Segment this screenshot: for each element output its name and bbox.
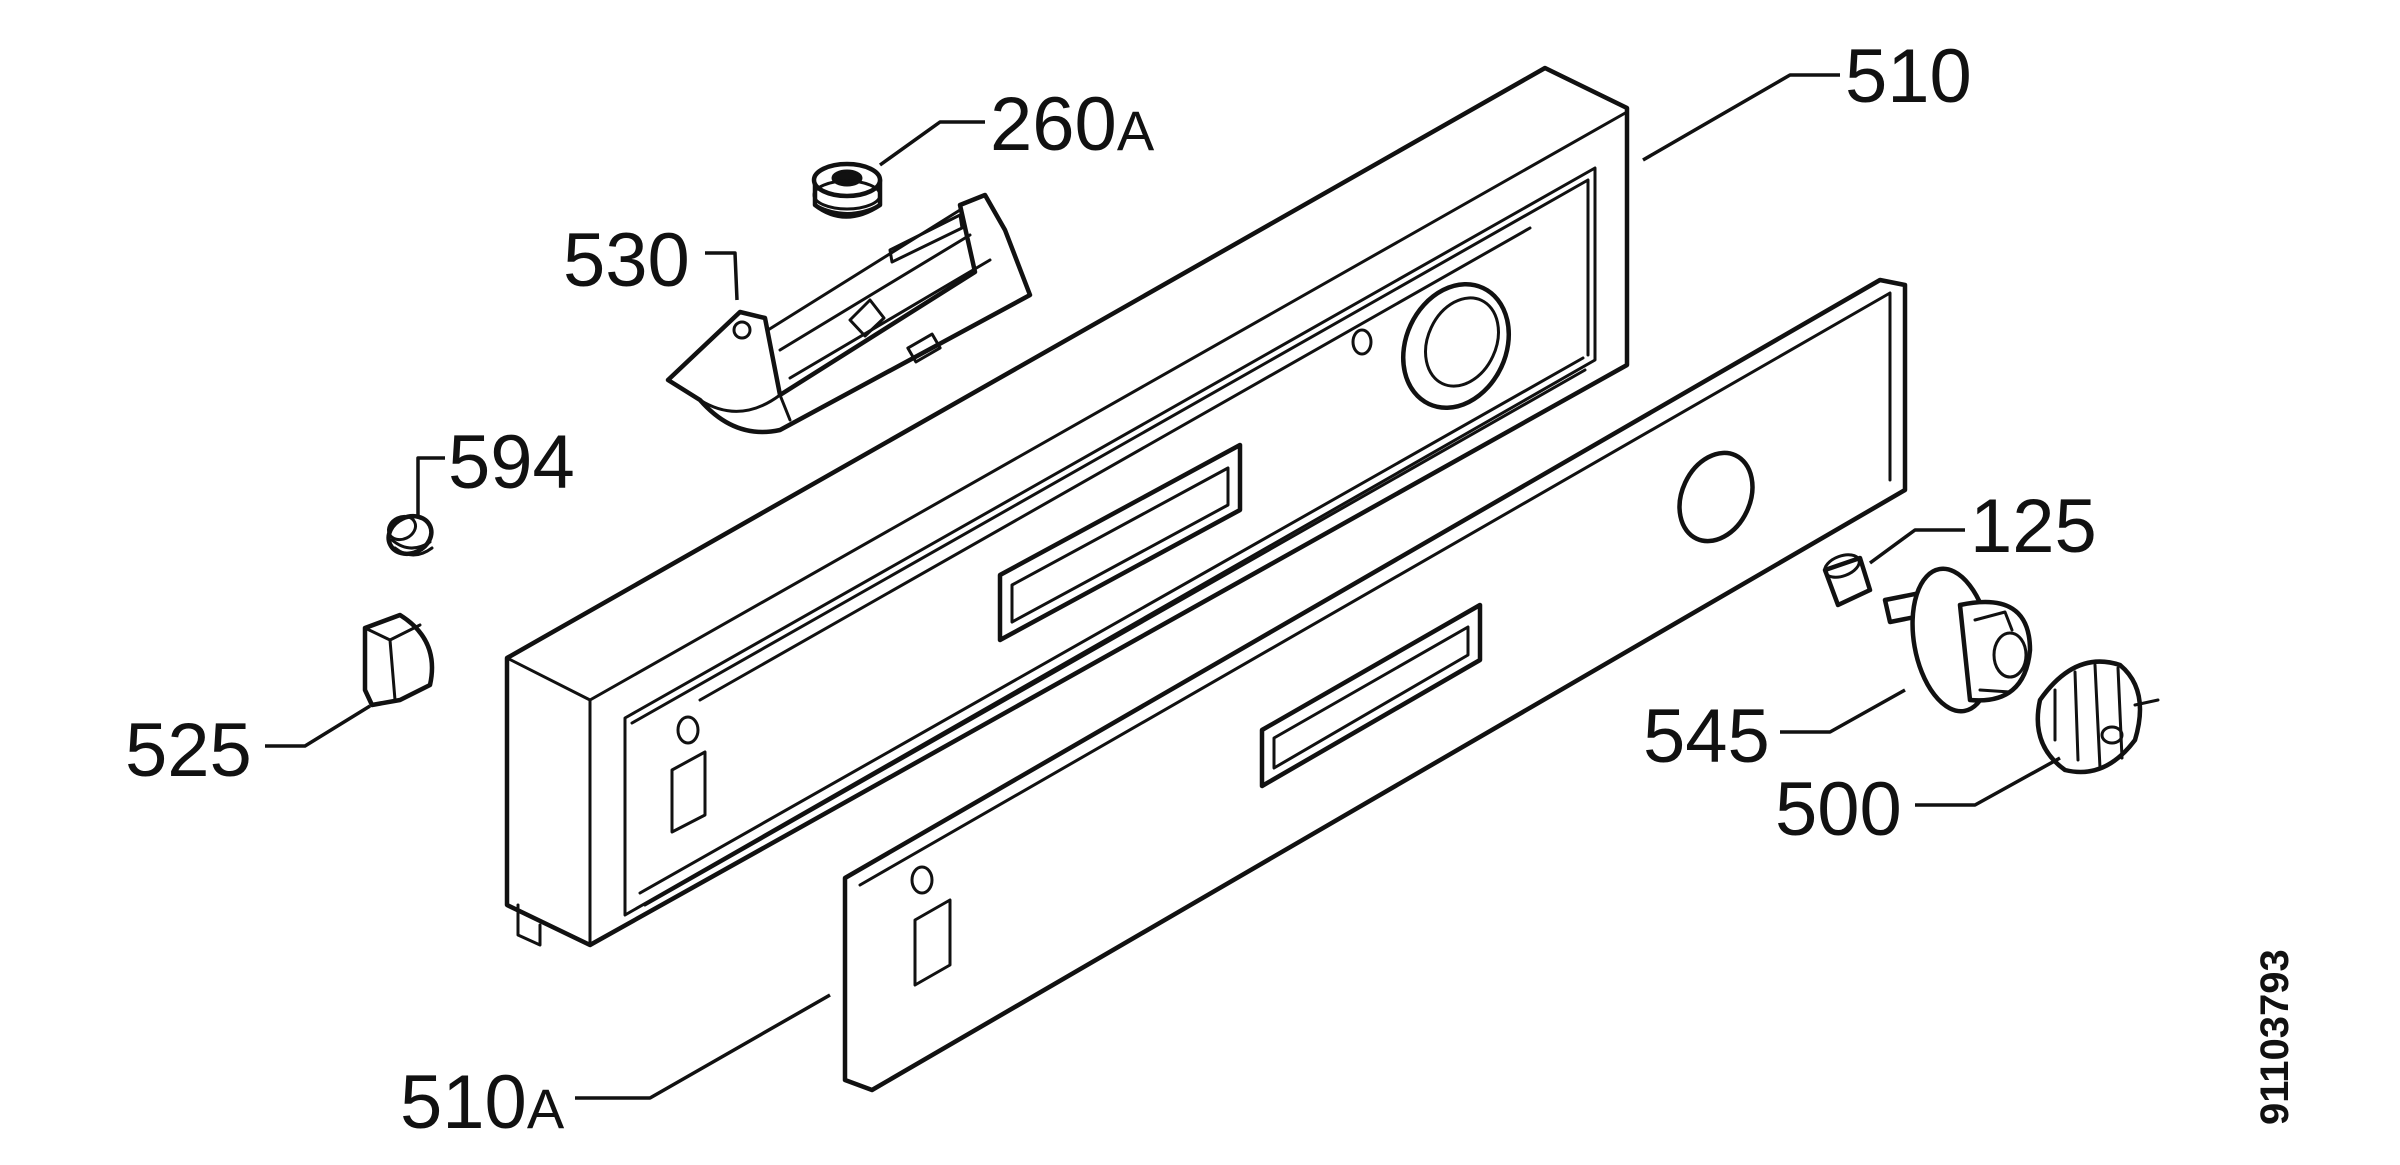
leader-510 xyxy=(1642,73,1840,162)
part-260a-grommet xyxy=(811,161,883,219)
part-510-control-panel-housing xyxy=(504,65,1630,948)
part-594-spring xyxy=(386,513,434,557)
callout-594: 594 xyxy=(448,420,575,505)
part-525-push-button xyxy=(362,612,435,708)
leader-500 xyxy=(1915,756,2061,807)
leader-510a xyxy=(575,993,831,1100)
leader-545 xyxy=(1780,688,1906,734)
part-510a-front-fascia xyxy=(842,277,1908,1093)
callout-labels: 260A 510 530 594 525 125 545 500 510A xyxy=(125,34,2097,1145)
part-545-spindle xyxy=(1882,566,2033,714)
callout-260a: 260A xyxy=(990,82,1155,167)
callout-510: 510 xyxy=(1845,34,1972,119)
drawing-code: 91103793 xyxy=(2253,949,2297,1125)
callout-545: 545 xyxy=(1643,694,1770,779)
callout-525: 525 xyxy=(125,708,252,793)
leader-lines xyxy=(265,73,2061,1100)
callout-500: 500 xyxy=(1775,767,1902,852)
leader-530 xyxy=(705,251,739,301)
leader-260a xyxy=(878,120,985,167)
callout-125: 125 xyxy=(1970,484,2097,569)
part-530-bracket xyxy=(665,192,1033,435)
part-500-control-knob xyxy=(2035,659,2160,775)
callout-510a: 510A xyxy=(400,1060,565,1145)
leader-525 xyxy=(265,704,371,748)
leader-594 xyxy=(416,456,445,515)
part-125-sleeve xyxy=(1822,553,1873,608)
leader-125 xyxy=(1868,528,1965,565)
callout-530: 530 xyxy=(563,218,690,303)
